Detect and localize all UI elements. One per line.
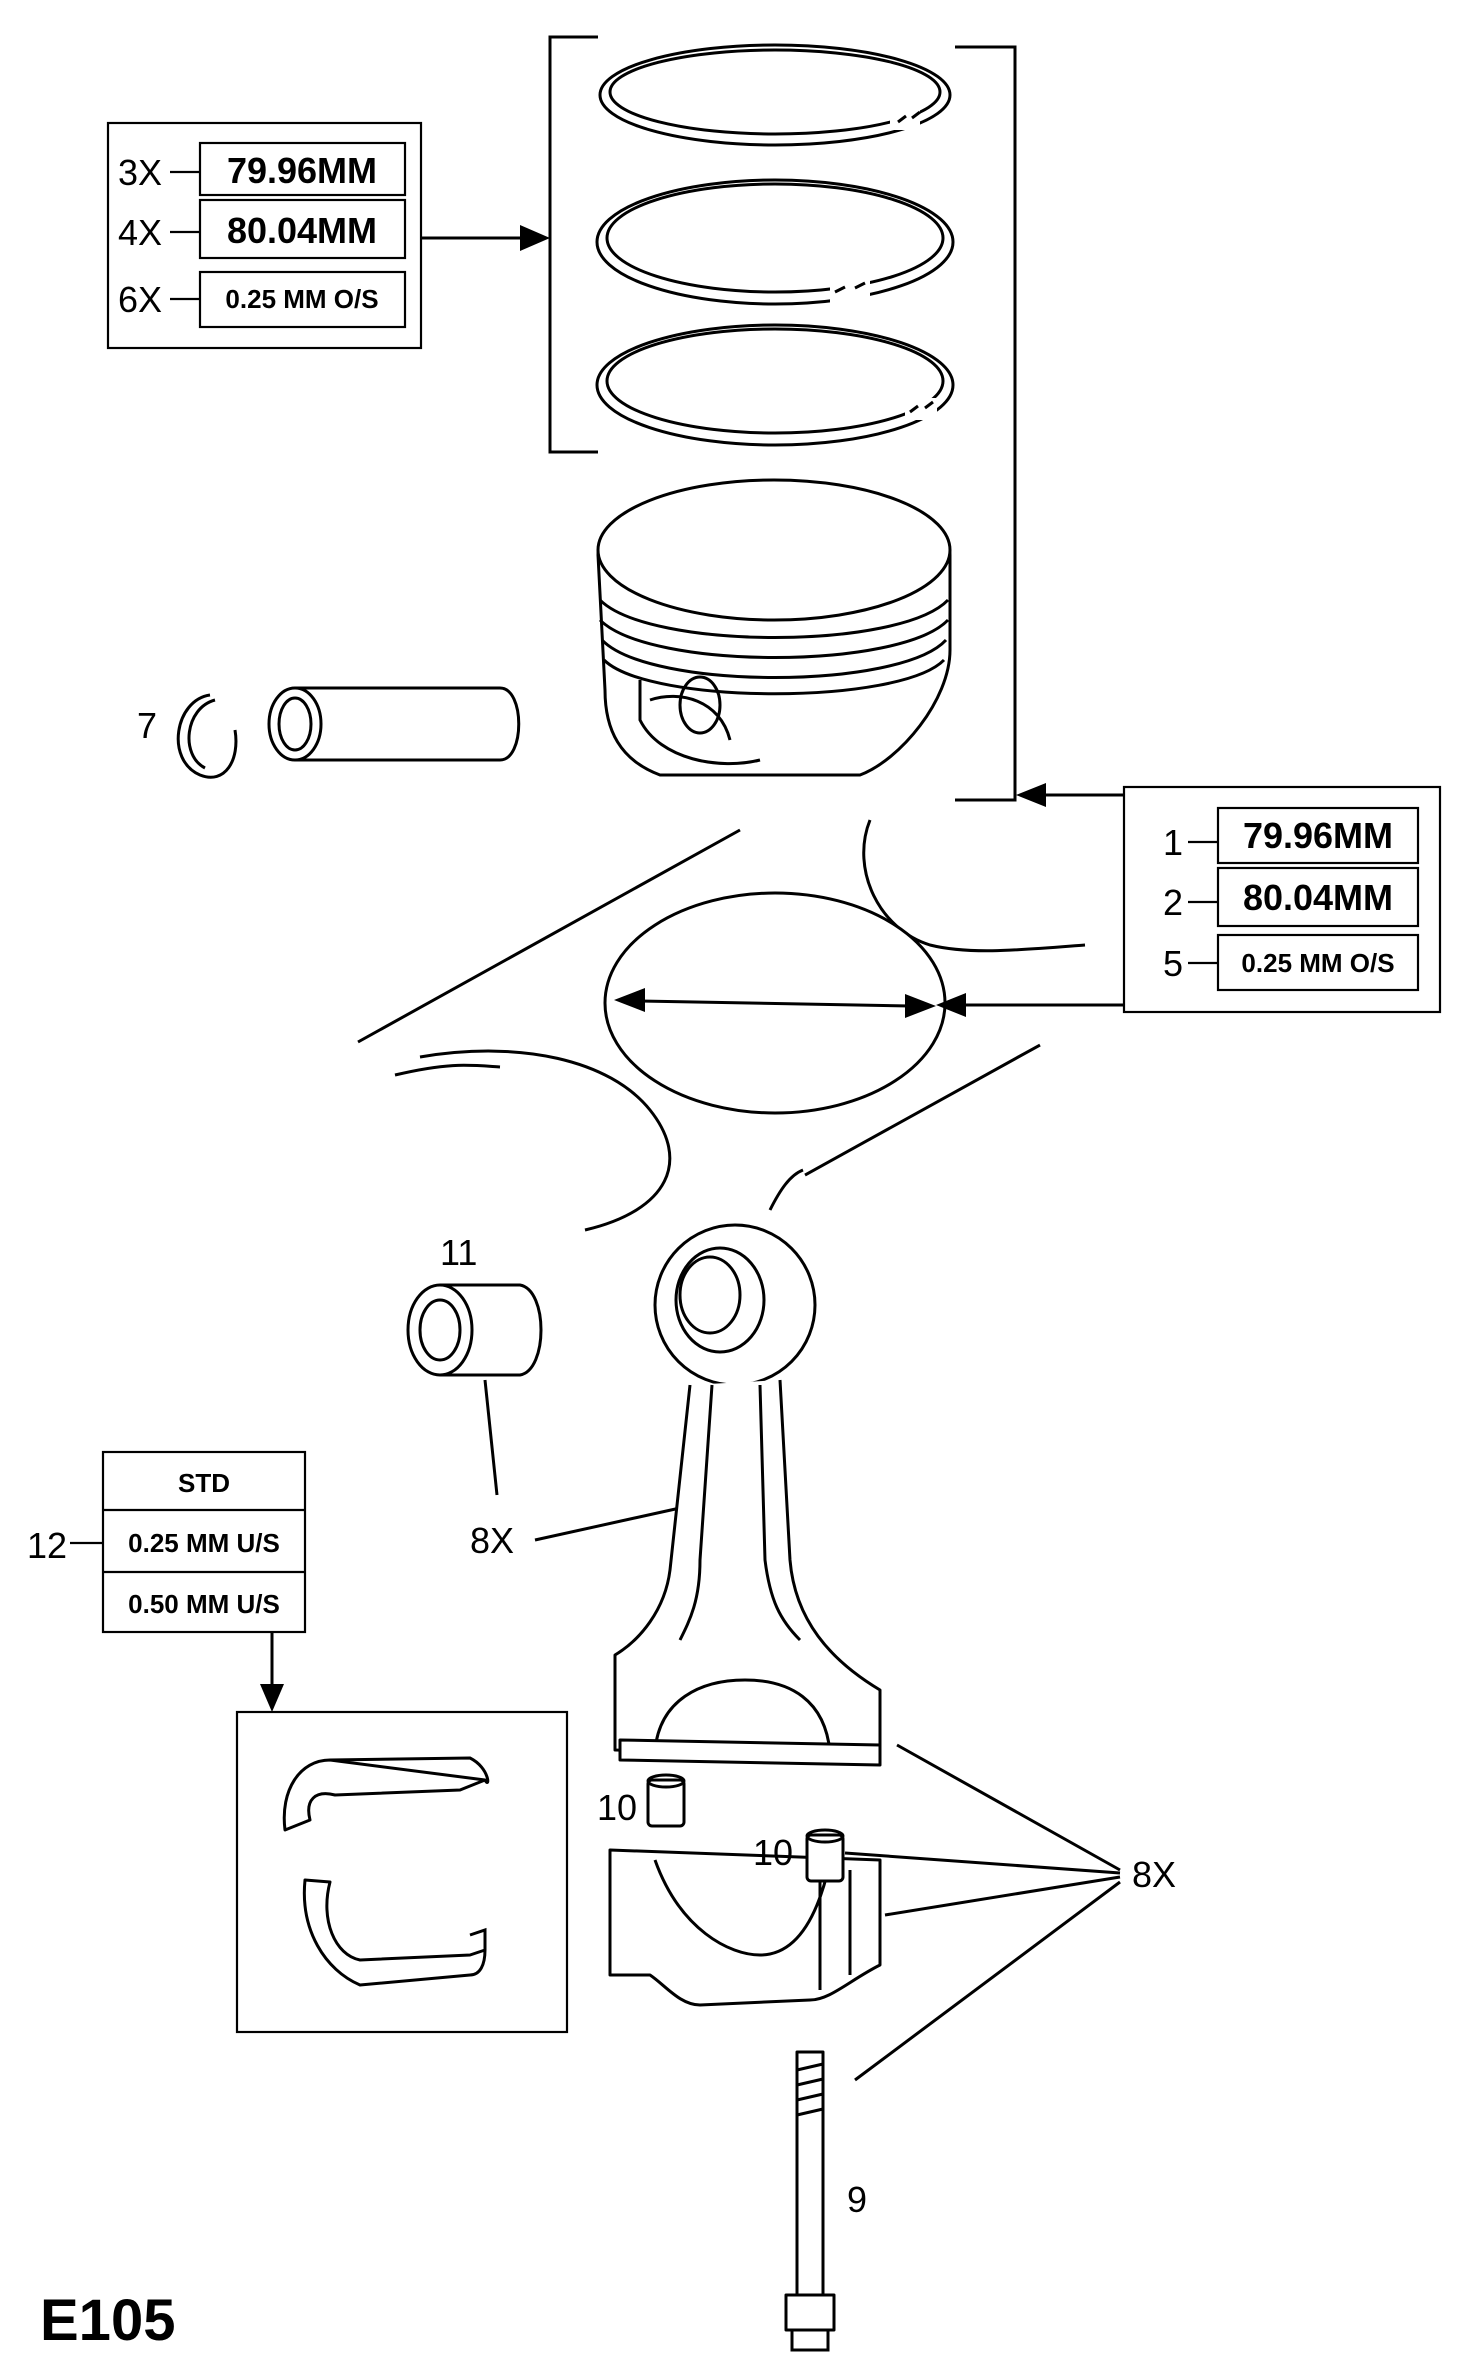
callout-bush-qty: 8X (470, 1520, 514, 1561)
dowel-lower (805, 1828, 845, 1883)
piston-ref-1: 1 (1163, 822, 1183, 863)
rod-bolt (784, 2050, 836, 2352)
connecting-rod (608, 1223, 882, 2007)
piston-ref-3: 5 (1163, 943, 1183, 984)
bearing-table: STD 0.25 MM U/S 0.50 MM U/S (70, 1450, 307, 1634)
small-end-bush (406, 1283, 543, 1496)
diagram-code: E105 (40, 2288, 175, 2353)
piston-rings (548, 35, 1017, 802)
piston (596, 478, 952, 777)
bearing-shell-lower (302, 1878, 487, 1987)
ring-size-table: 3X 4X 6X 79.96MM 80.04MM 0.25 MM O/S (106, 121, 423, 350)
callout-bolt: 9 (847, 2179, 867, 2220)
ring-size-3: 0.25 MM O/S (225, 284, 378, 314)
ring-size-2: 80.04MM (227, 210, 377, 251)
bearing-shells-detail (235, 1710, 569, 2034)
ring-size-1: 79.96MM (227, 150, 377, 191)
ring-qty-3: 6X (118, 279, 162, 320)
bearing-grade-std: STD (178, 1468, 230, 1498)
piston-size-3: 0.25 MM O/S (1241, 948, 1394, 978)
callout-circlip: 7 (137, 705, 157, 746)
callout-bush: 11 (440, 1232, 477, 1273)
rod-assembly-leaders (844, 1743, 1121, 2082)
piston-ref-2: 2 (1163, 882, 1183, 923)
bearing-grade-025: 0.25 MM U/S (128, 1528, 280, 1558)
piston-ring-middle (595, 178, 955, 306)
cylinder-block-top (357, 819, 1086, 1232)
ring-qty-2: 4X (118, 212, 162, 253)
piston-ring-top (598, 43, 952, 147)
callout-rod-assembly-qty: 8X (1132, 1854, 1176, 1895)
gudgeon-pin (267, 686, 521, 762)
callout-dowel-upper: 10 (597, 1787, 637, 1828)
piston-size-table: 1 2 5 79.96MM 80.04MM 0.25 MM O/S (1122, 785, 1442, 1014)
piston-ring-oil (595, 323, 955, 447)
callout-bearing: 12 (27, 1525, 67, 1566)
circlip (176, 693, 238, 779)
ring-qty-1: 3X (118, 152, 162, 193)
piston-table-arrows (936, 783, 1124, 1017)
piston-size-2: 80.04MM (1243, 877, 1393, 918)
bearing-grade-050: 0.50 MM U/S (128, 1589, 280, 1619)
ring-table-arrow (421, 225, 550, 251)
dowel-upper (646, 1773, 686, 1828)
bearing-table-arrow (260, 1632, 284, 1712)
bearing-shell-upper (282, 1756, 490, 1832)
callout-dowel-lower: 10 (753, 1832, 793, 1873)
piston-size-1: 79.96MM (1243, 815, 1393, 856)
